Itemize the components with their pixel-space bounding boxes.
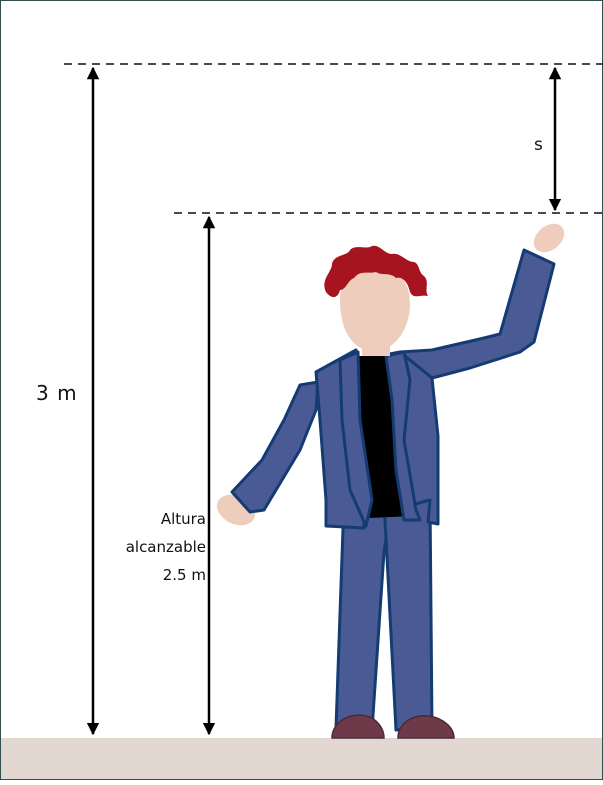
reach-label-line-1: Altura [126,505,206,533]
total-height-label: 3 m [36,381,78,405]
right-arm [400,250,554,378]
reach-label-line-2: alcanzable [126,533,206,561]
right-leg [384,500,432,730]
person-figure [212,218,570,738]
floor [1,738,602,779]
right-hand [528,218,569,258]
left-leg [336,500,392,730]
left-arm [232,382,318,512]
reach-height-label: Altura alcanzable 2.5 m [126,505,206,589]
reach-label-line-3: 2.5 m [126,561,206,589]
gap-label: s [534,135,543,155]
